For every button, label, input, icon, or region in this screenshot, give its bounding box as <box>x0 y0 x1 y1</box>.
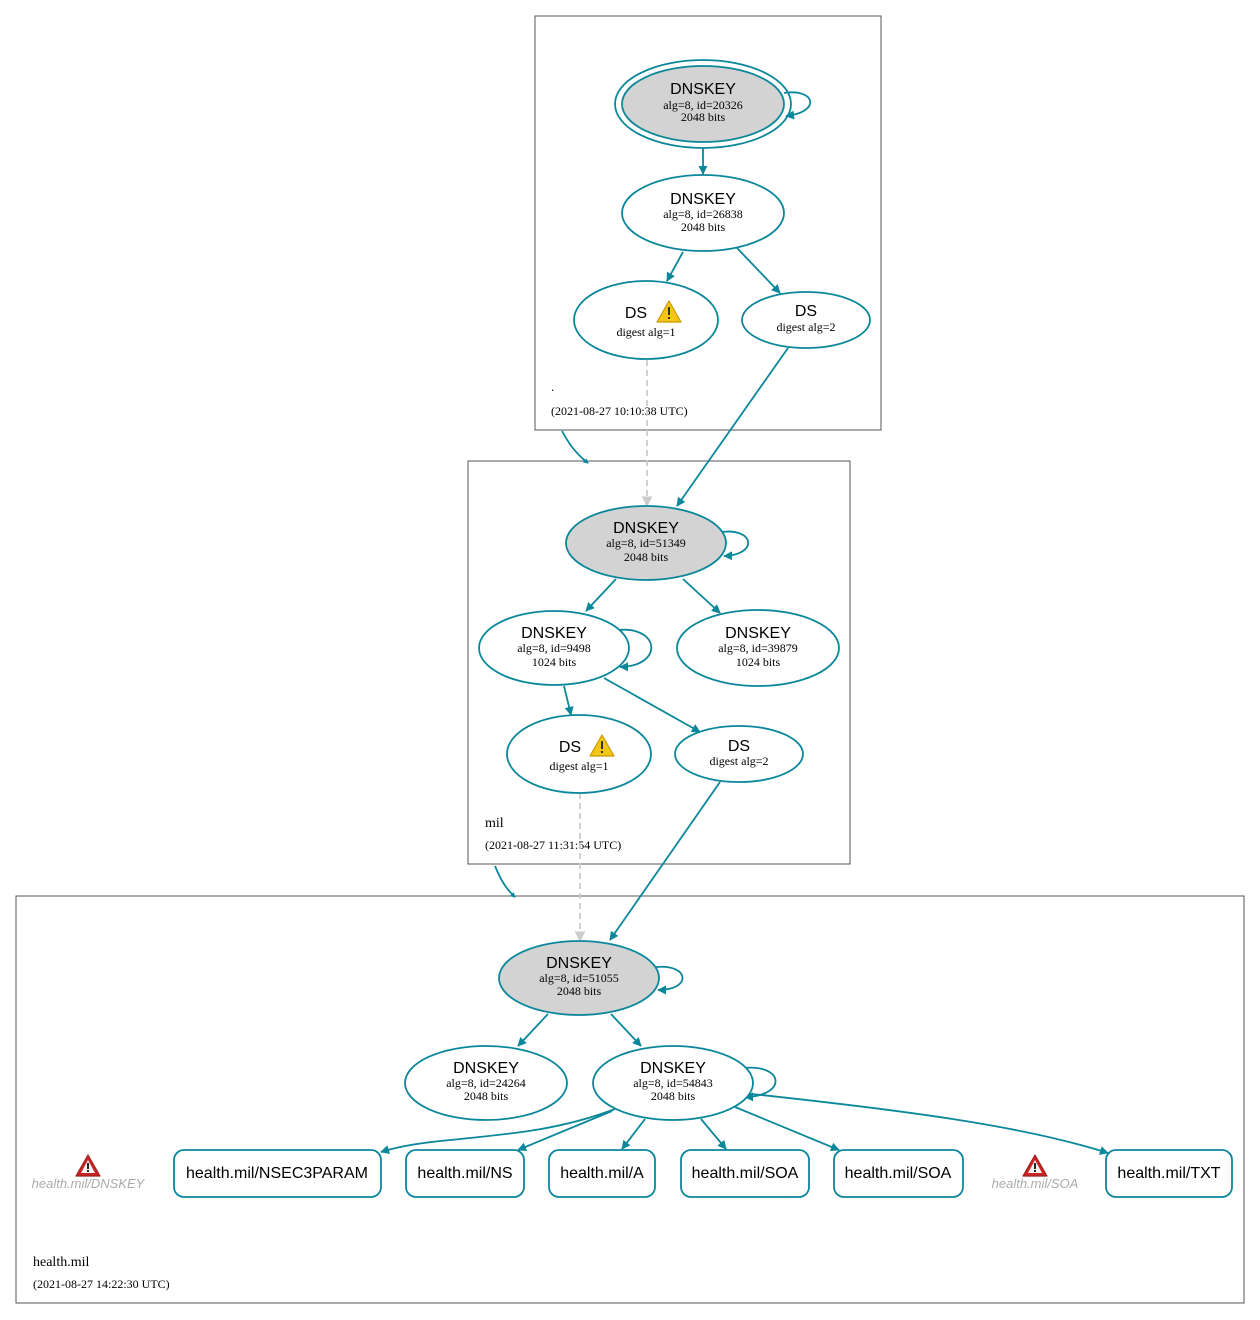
dnskey-node-51349[interactable]: DNSKEY alg=8, id=51349 2048 bits <box>565 505 727 581</box>
node-detail: digest alg=1 <box>549 759 608 773</box>
edge-ds2-milksk <box>676 347 789 507</box>
node-bits: 2048 bits <box>681 220 726 234</box>
node-title: DS <box>728 738 750 755</box>
edge-zsk2-soa2 <box>734 1106 840 1152</box>
rrset-label: health.mil/SOA <box>845 1165 952 1182</box>
edge-zsk2-ns <box>517 1110 613 1152</box>
zone-timestamp: (2021-08-27 10:10:38 UTC) <box>551 404 688 418</box>
edge-healthksk-zsk2 <box>610 1013 642 1047</box>
rrset-nsec3param[interactable]: health.mil/NSEC3PARAM <box>173 1149 382 1198</box>
rrset-label: health.mil/NS <box>417 1165 512 1182</box>
edge-rootzsk-ds1 <box>666 251 684 282</box>
edge-zsk2-soa1 <box>700 1118 727 1150</box>
node-detail: alg=8, id=20326 <box>663 98 743 112</box>
rrset-label: health.mil/TXT <box>1117 1165 1220 1182</box>
loop-root-ksk <box>783 91 812 120</box>
zone-name: mil <box>485 816 504 831</box>
missing-rrset-soa[interactable]: health.mil/SOA <box>992 1154 1079 1191</box>
rrset-label: health.mil/NSEC3PARAM <box>186 1165 368 1182</box>
loop-mil-zsk1 <box>617 628 653 672</box>
zone-root: . (2021-08-27 10:10:38 UTC) <box>534 15 882 431</box>
rrset-label: health.mil/SOA <box>692 1165 799 1182</box>
ds-node-mil-alg2[interactable]: DS digest alg=2 <box>674 725 804 783</box>
dnskey-node-54843[interactable]: DNSKEY alg=8, id=54843 2048 bits <box>592 1045 754 1121</box>
dnskey-node-9498[interactable]: DNSKEY alg=8, id=9498 1024 bits <box>478 610 630 686</box>
node-bits: 1024 bits <box>532 655 577 669</box>
node-title: DNSKEY <box>521 625 587 642</box>
node-detail: alg=8, id=51349 <box>606 536 686 550</box>
node-detail: alg=8, id=9498 <box>517 641 591 655</box>
missing-label: health.mil/SOA <box>992 1176 1079 1191</box>
node-detail: digest alg=1 <box>616 325 675 339</box>
edges <box>380 148 1109 1155</box>
edge-zsk2-nsec3param <box>380 1108 616 1154</box>
node-title: DNSKEY <box>546 955 612 972</box>
rrset-txt[interactable]: health.mil/TXT <box>1105 1149 1233 1198</box>
edge-rootzsk-ds2 <box>736 247 781 294</box>
node-detail: digest alg=2 <box>709 754 768 768</box>
node-bits: 1024 bits <box>736 655 781 669</box>
edge-healthksk-zsk1 <box>517 1013 549 1047</box>
dnskey-node-24264[interactable]: DNSKEY alg=8, id=24264 2048 bits <box>404 1045 568 1121</box>
node-title: DNSKEY <box>640 1060 706 1077</box>
rrset-a[interactable]: health.mil/A <box>548 1149 656 1198</box>
zone-timestamp: (2021-08-27 11:31:54 UTC) <box>485 838 621 852</box>
self-loops <box>617 91 812 1102</box>
node-bits: 2048 bits <box>651 1089 696 1103</box>
edge-milksk-zsk1 <box>585 578 617 612</box>
node-detail: digest alg=2 <box>776 320 835 334</box>
node-detail: alg=8, id=39879 <box>718 641 798 655</box>
node-title: DS <box>795 303 817 320</box>
rrset-label: health.mil/A <box>560 1165 644 1182</box>
ds-node-mil-alg1[interactable]: DS digest alg=1 <box>506 714 652 794</box>
zone-name: . <box>551 379 554 394</box>
delegation-arrow-root-mil <box>561 430 589 464</box>
edge-zsk2-txt <box>751 1093 1109 1155</box>
edge-milksk-zsk2 <box>682 578 721 614</box>
node-title: DNSKEY <box>670 81 736 98</box>
zone-mil: mil (2021-08-27 11:31:54 UTC) <box>467 460 851 865</box>
warning-icon <box>589 734 615 757</box>
zone-health: health.mil (2021-08-27 14:22:30 UTC) <box>15 895 1245 1304</box>
edge-milds2-healthksk <box>609 781 721 941</box>
rrset-soa[interactable]: health.mil/SOA <box>833 1149 964 1198</box>
node-title: DNSKEY <box>670 191 736 208</box>
delegation-arrow-mil-health <box>494 865 516 898</box>
dnskey-node-39879[interactable]: DNSKEY alg=8, id=39879 1024 bits <box>676 609 840 687</box>
rrset-ns[interactable]: health.mil/NS <box>405 1149 525 1198</box>
node-detail: alg=8, id=26838 <box>663 207 743 221</box>
missing-label: health.mil/DNSKEY <box>32 1176 146 1191</box>
node-detail: alg=8, id=54843 <box>633 1076 713 1090</box>
node-title: DS <box>559 739 581 756</box>
rrset-soa[interactable]: health.mil/SOA <box>680 1149 810 1198</box>
node-title: DS <box>625 305 647 322</box>
node-title: DNSKEY <box>725 625 791 642</box>
edge-milzsk1-ds1 <box>563 685 574 716</box>
edge-milzsk1-ds2 <box>603 677 701 733</box>
missing-rrset-dnskey[interactable]: health.mil/DNSKEY <box>32 1154 146 1191</box>
loop-mil-ksk <box>721 530 750 561</box>
node-bits: 2048 bits <box>624 550 669 564</box>
node-detail: alg=8, id=51055 <box>539 971 619 985</box>
dnskey-node-51055[interactable]: DNSKEY alg=8, id=51055 2048 bits <box>498 940 660 1016</box>
ds-node-root-alg1[interactable]: DS digest alg=1 <box>573 280 719 360</box>
node-bits: 2048 bits <box>681 110 726 124</box>
loop-health-zsk2 <box>742 1066 777 1102</box>
node-title: DNSKEY <box>613 520 679 537</box>
loop-health-ksk <box>655 966 684 995</box>
dnskey-node-26838[interactable]: DNSKEY alg=8, id=26838 2048 bits <box>621 174 785 252</box>
zone-timestamp: (2021-08-27 14:22:30 UTC) <box>33 1277 170 1291</box>
node-bits: 2048 bits <box>557 984 602 998</box>
error-icon <box>1022 1154 1048 1177</box>
error-icon <box>75 1154 101 1177</box>
node-bits: 2048 bits <box>464 1089 509 1103</box>
dnskey-node-20326[interactable]: DNSKEY alg=8, id=20326 2048 bits <box>614 59 792 149</box>
warning-icon <box>656 300 682 323</box>
edge-zsk2-a <box>621 1118 646 1150</box>
node-detail: alg=8, id=24264 <box>446 1076 526 1090</box>
ds-node-root-alg2[interactable]: DS digest alg=2 <box>741 291 871 349</box>
node-title: DNSKEY <box>453 1060 519 1077</box>
zone-name: health.mil <box>33 1255 89 1270</box>
